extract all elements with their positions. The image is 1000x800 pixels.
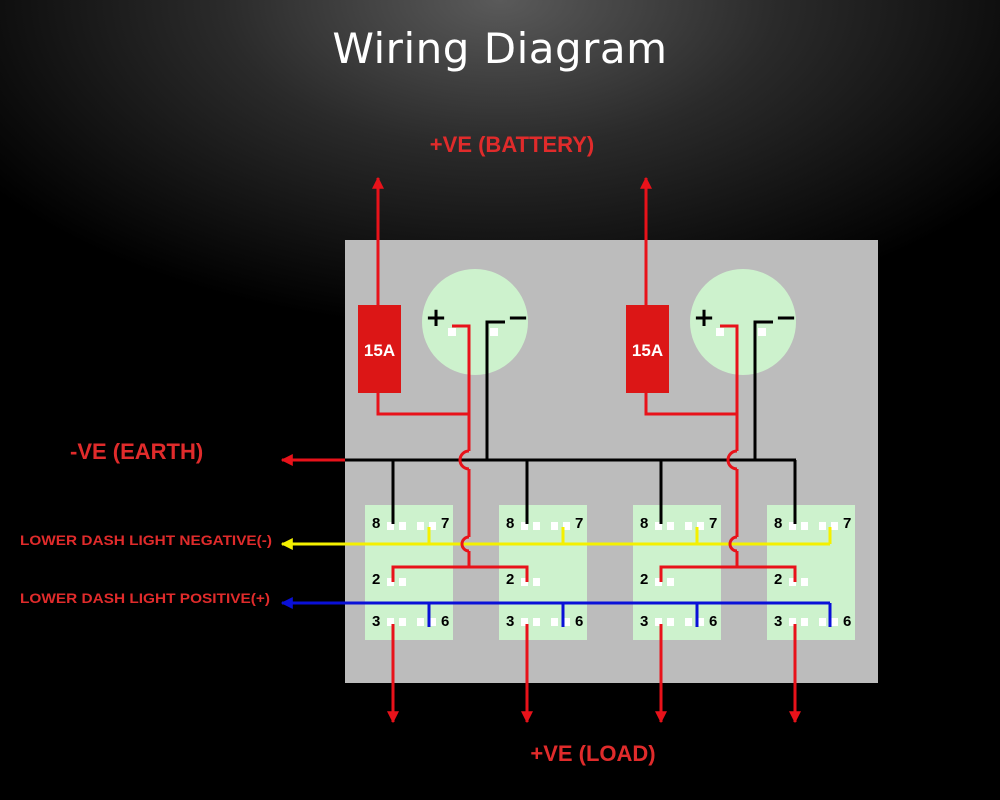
socket-1-minus: −: [507, 303, 529, 333]
pin-label: 3: [640, 613, 648, 630]
switch-2-pins: 8 7 2 3 6: [506, 515, 583, 630]
fuse-2: [626, 305, 669, 393]
socket-1-plus: +: [425, 303, 447, 333]
fuse-1: [358, 305, 401, 393]
earth-wiring: [345, 320, 797, 524]
switch-1-pins: 8 7 2 3 6: [372, 515, 449, 630]
pin-label: 8: [774, 515, 782, 532]
pin-label: 7: [843, 515, 851, 532]
pin-label: 3: [372, 613, 380, 630]
pin-label: 7: [441, 515, 449, 532]
fuse-2-label: 15A: [632, 341, 663, 360]
load-label: +VE (LOAD): [530, 741, 655, 766]
page-title: Wiring Diagram: [332, 24, 668, 73]
power-socket-1: [422, 269, 528, 375]
pin-label: 7: [709, 515, 717, 532]
pin-label: 6: [575, 613, 583, 630]
switch-3-pins: 8 7 2 3 6: [640, 515, 717, 630]
pin-label: 2: [774, 571, 782, 588]
pin-label: 8: [372, 515, 380, 532]
dash-negative-wiring: [345, 527, 832, 546]
pin-label: 3: [774, 613, 782, 630]
pin-label: 3: [506, 613, 514, 630]
pin-label: 2: [640, 571, 648, 588]
dash-positive-label: LOWER DASH LIGHT POSITIVE(+): [20, 590, 270, 606]
switch-4: [767, 505, 855, 640]
switch-3: [633, 505, 721, 640]
pin-label: 2: [372, 571, 380, 588]
dash-positive-wiring: [345, 601, 832, 627]
pin-label: 8: [506, 515, 514, 532]
switch-4-pins: 8 7 2 3 6: [774, 515, 851, 630]
pin-label: 7: [575, 515, 583, 532]
socket-2-minus: −: [775, 303, 797, 333]
pin-label: 6: [441, 613, 449, 630]
pin-label: 6: [843, 613, 851, 630]
pin-label: 2: [506, 571, 514, 588]
pin-label: 8: [640, 515, 648, 532]
battery-label: +VE (BATTERY): [430, 132, 594, 157]
socket-2-plus: +: [693, 303, 715, 333]
dash-negative-label: LOWER DASH LIGHT NEGATIVE(-): [20, 532, 272, 548]
power-socket-2: [690, 269, 796, 375]
switch-1: [365, 505, 453, 640]
fuse-1-label: 15A: [364, 341, 395, 360]
earth-label: -VE (EARTH): [70, 439, 203, 464]
switch-2: [499, 505, 587, 640]
pin-label: 6: [709, 613, 717, 630]
pin-contacts: [387, 328, 838, 626]
